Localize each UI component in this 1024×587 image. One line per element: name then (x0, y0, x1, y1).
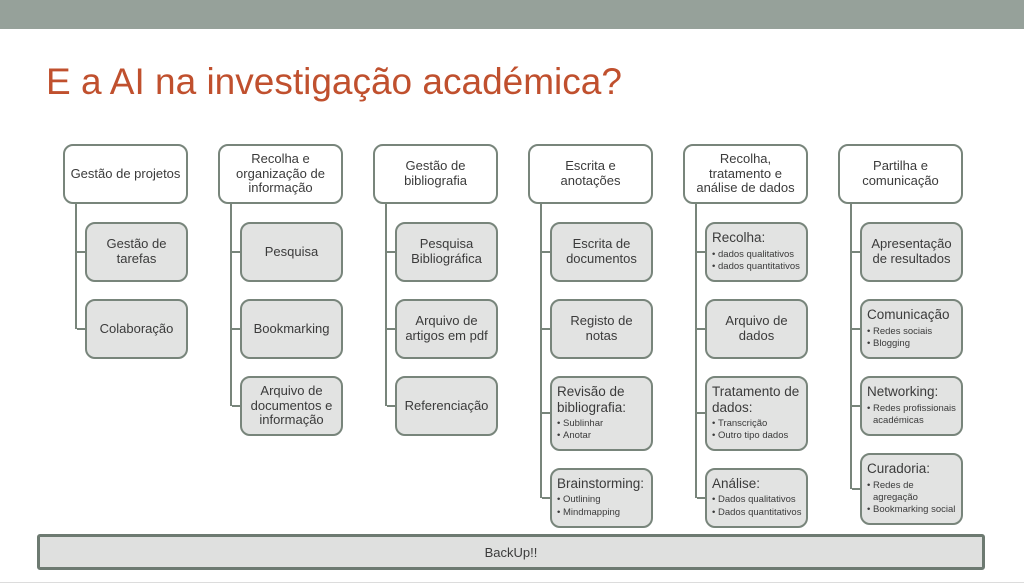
bullet-item: Redes profissionais académicas (867, 403, 959, 428)
diagram-column: Escrita e anotações Escrita de documento… (528, 144, 653, 528)
child-node-label: Colaboração (99, 320, 174, 336)
child-node: Pesquisa (232, 222, 343, 282)
child-node-label: Arquivo de documentos e informação (250, 382, 333, 428)
child-node: Arquivo de dados (697, 299, 808, 359)
diagram-column: Partilha e comunicação Apresentação de r… (838, 144, 963, 528)
bullet-list: Redes sociaisBlogging (867, 326, 932, 351)
child-node: Análise: Dados qualitativosDados quantit… (697, 467, 808, 528)
bottom-hairline (0, 582, 1024, 583)
child-node: Colaboração (77, 299, 188, 359)
bullet-item: Redes sociais (867, 326, 932, 339)
child-node: Brainstorming: OutliningMindmapping (542, 467, 653, 528)
child-node-label: Gestão de tarefas (106, 236, 167, 266)
page-title: E a AI na investigação académica? (46, 61, 622, 102)
root-node: Gestão de bibliografia (373, 144, 498, 204)
child-node: Comunicação Redes sociaisBlogging (852, 299, 963, 359)
diagram-column: Gestão de projetos Gestão de tarefas Col… (63, 144, 188, 528)
children-group: Recolha: dados qualitativosdados quantit… (695, 204, 808, 528)
connector-vline (695, 204, 697, 498)
root-node-label: Escrita e anotações (560, 158, 621, 188)
root-node-label: Partilha e comunicação (862, 158, 939, 188)
child-node: Recolha: dados qualitativosdados quantit… (697, 222, 808, 282)
child-node-label: Arquivo de dados (725, 313, 788, 343)
root-node: Recolha, tratamento e análise de dados (683, 144, 808, 204)
child-node-label: Análise: (712, 475, 761, 491)
child-node-label: Escrita de documentos (566, 236, 637, 266)
child-node-label: Recolha: (712, 230, 766, 245)
child-node: Arquivo de artigos em pdf (387, 299, 498, 359)
bullet-list: SublinharAnotar (557, 418, 603, 443)
diagram-column: Recolha e organização de informação Pesq… (218, 144, 343, 528)
bullet-item: Sublinhar (557, 418, 603, 431)
backup-bar: BackUp!! (37, 534, 985, 570)
bullet-list: OutliningMindmapping (557, 494, 620, 519)
root-node-label: Recolha e organização de informação (236, 150, 325, 196)
child-node-label: Arquivo de artigos em pdf (405, 313, 488, 343)
child-node-label: Bookmarking (253, 320, 330, 336)
top-band (0, 0, 1024, 29)
children-group: Gestão de tarefas Colaboração (75, 204, 188, 359)
child-node: Revisão de bibliografia: SublinharAnotar (542, 376, 653, 451)
child-node: Apresentação de resultados (852, 222, 963, 282)
child-node: Tratamento de dados: TranscriçãoOutro ti… (697, 376, 808, 451)
children-group: Apresentação de resultados Comunicação R… (850, 204, 963, 525)
child-node-label: Tratamento de dados: (712, 384, 800, 415)
children-group: Escrita de documentos Registo de notas R… (540, 204, 653, 528)
root-node: Gestão de projetos (63, 144, 188, 204)
connector-vline (230, 204, 232, 406)
child-node: Escrita de documentos (542, 222, 653, 282)
bullet-list: Dados qualitativosDados quantitativos (712, 494, 801, 519)
root-node-label: Gestão de bibliografia (404, 158, 467, 188)
bullet-item: dados qualitativos (712, 249, 800, 262)
bullet-item: Mindmapping (557, 507, 620, 520)
child-node-label: Pesquisa Bibliográfica (411, 236, 482, 266)
child-node: Gestão de tarefas (77, 222, 188, 282)
bullet-item: Transcrição (712, 418, 788, 431)
child-node: Registo de notas (542, 299, 653, 359)
connector-vline (385, 204, 387, 406)
child-node-label: Referenciação (404, 397, 489, 413)
root-node: Partilha e comunicação (838, 144, 963, 204)
child-node-label: Comunicação (867, 307, 950, 322)
diagram-column: Recolha, tratamento e análise de dados R… (683, 144, 808, 528)
root-node: Escrita e anotações (528, 144, 653, 204)
bullet-list: TranscriçãoOutro tipo dados (712, 418, 788, 443)
child-node-label: Networking: (867, 384, 939, 399)
connector-vline (850, 204, 852, 489)
child-node-label: Brainstorming: (557, 475, 645, 491)
child-node-label: Registo de notas (570, 313, 633, 343)
child-node: Bookmarking (232, 299, 343, 359)
bullet-item: Blogging (867, 338, 932, 351)
connector-vline (540, 204, 542, 498)
diagram-column: Gestão de bibliografia Pesquisa Bibliogr… (373, 144, 498, 528)
backup-label: BackUp!! (484, 544, 538, 560)
root-node: Recolha e organização de informação (218, 144, 343, 204)
bullet-item: Anotar (557, 430, 603, 443)
root-node-label: Recolha, tratamento e análise de dados (696, 150, 795, 196)
child-node: Arquivo de documentos e informação (232, 376, 343, 436)
bullet-item: dados quantitativos (712, 261, 800, 274)
children-group: Pesquisa Bookmarking Arquivo de document… (230, 204, 343, 436)
child-node-label: Apresentação de resultados (871, 236, 952, 266)
bullet-item: Dados qualitativos (712, 494, 801, 507)
bullet-item: Outlining (557, 494, 620, 507)
root-node-label: Gestão de projetos (70, 165, 181, 181)
child-node: Networking: Redes profissionais académic… (852, 376, 963, 436)
bullet-item: Outro tipo dados (712, 430, 788, 443)
children-group: Pesquisa Bibliográfica Arquivo de artigo… (385, 204, 498, 436)
bullet-list: Redes profissionais académicas (867, 403, 959, 428)
child-node: Pesquisa Bibliográfica (387, 222, 498, 282)
child-node-label: Pesquisa (264, 243, 319, 259)
bullet-list: dados qualitativosdados quantitativos (712, 249, 800, 274)
connector-vline (75, 204, 77, 329)
child-node-label: Curadoria: (867, 461, 931, 476)
child-node: Curadoria: Redes de agregaçãoBookmarking… (852, 453, 963, 525)
bullet-item: Dados quantitativos (712, 507, 801, 520)
bullet-list: Redes de agregaçãoBookmarking social (867, 480, 959, 517)
bullet-item: Redes de agregação (867, 480, 959, 505)
child-node-label: Revisão de bibliografia: (557, 384, 627, 415)
diagram: Gestão de projetos Gestão de tarefas Col… (63, 144, 963, 528)
child-node: Referenciação (387, 376, 498, 436)
bullet-item: Bookmarking social (867, 504, 959, 517)
